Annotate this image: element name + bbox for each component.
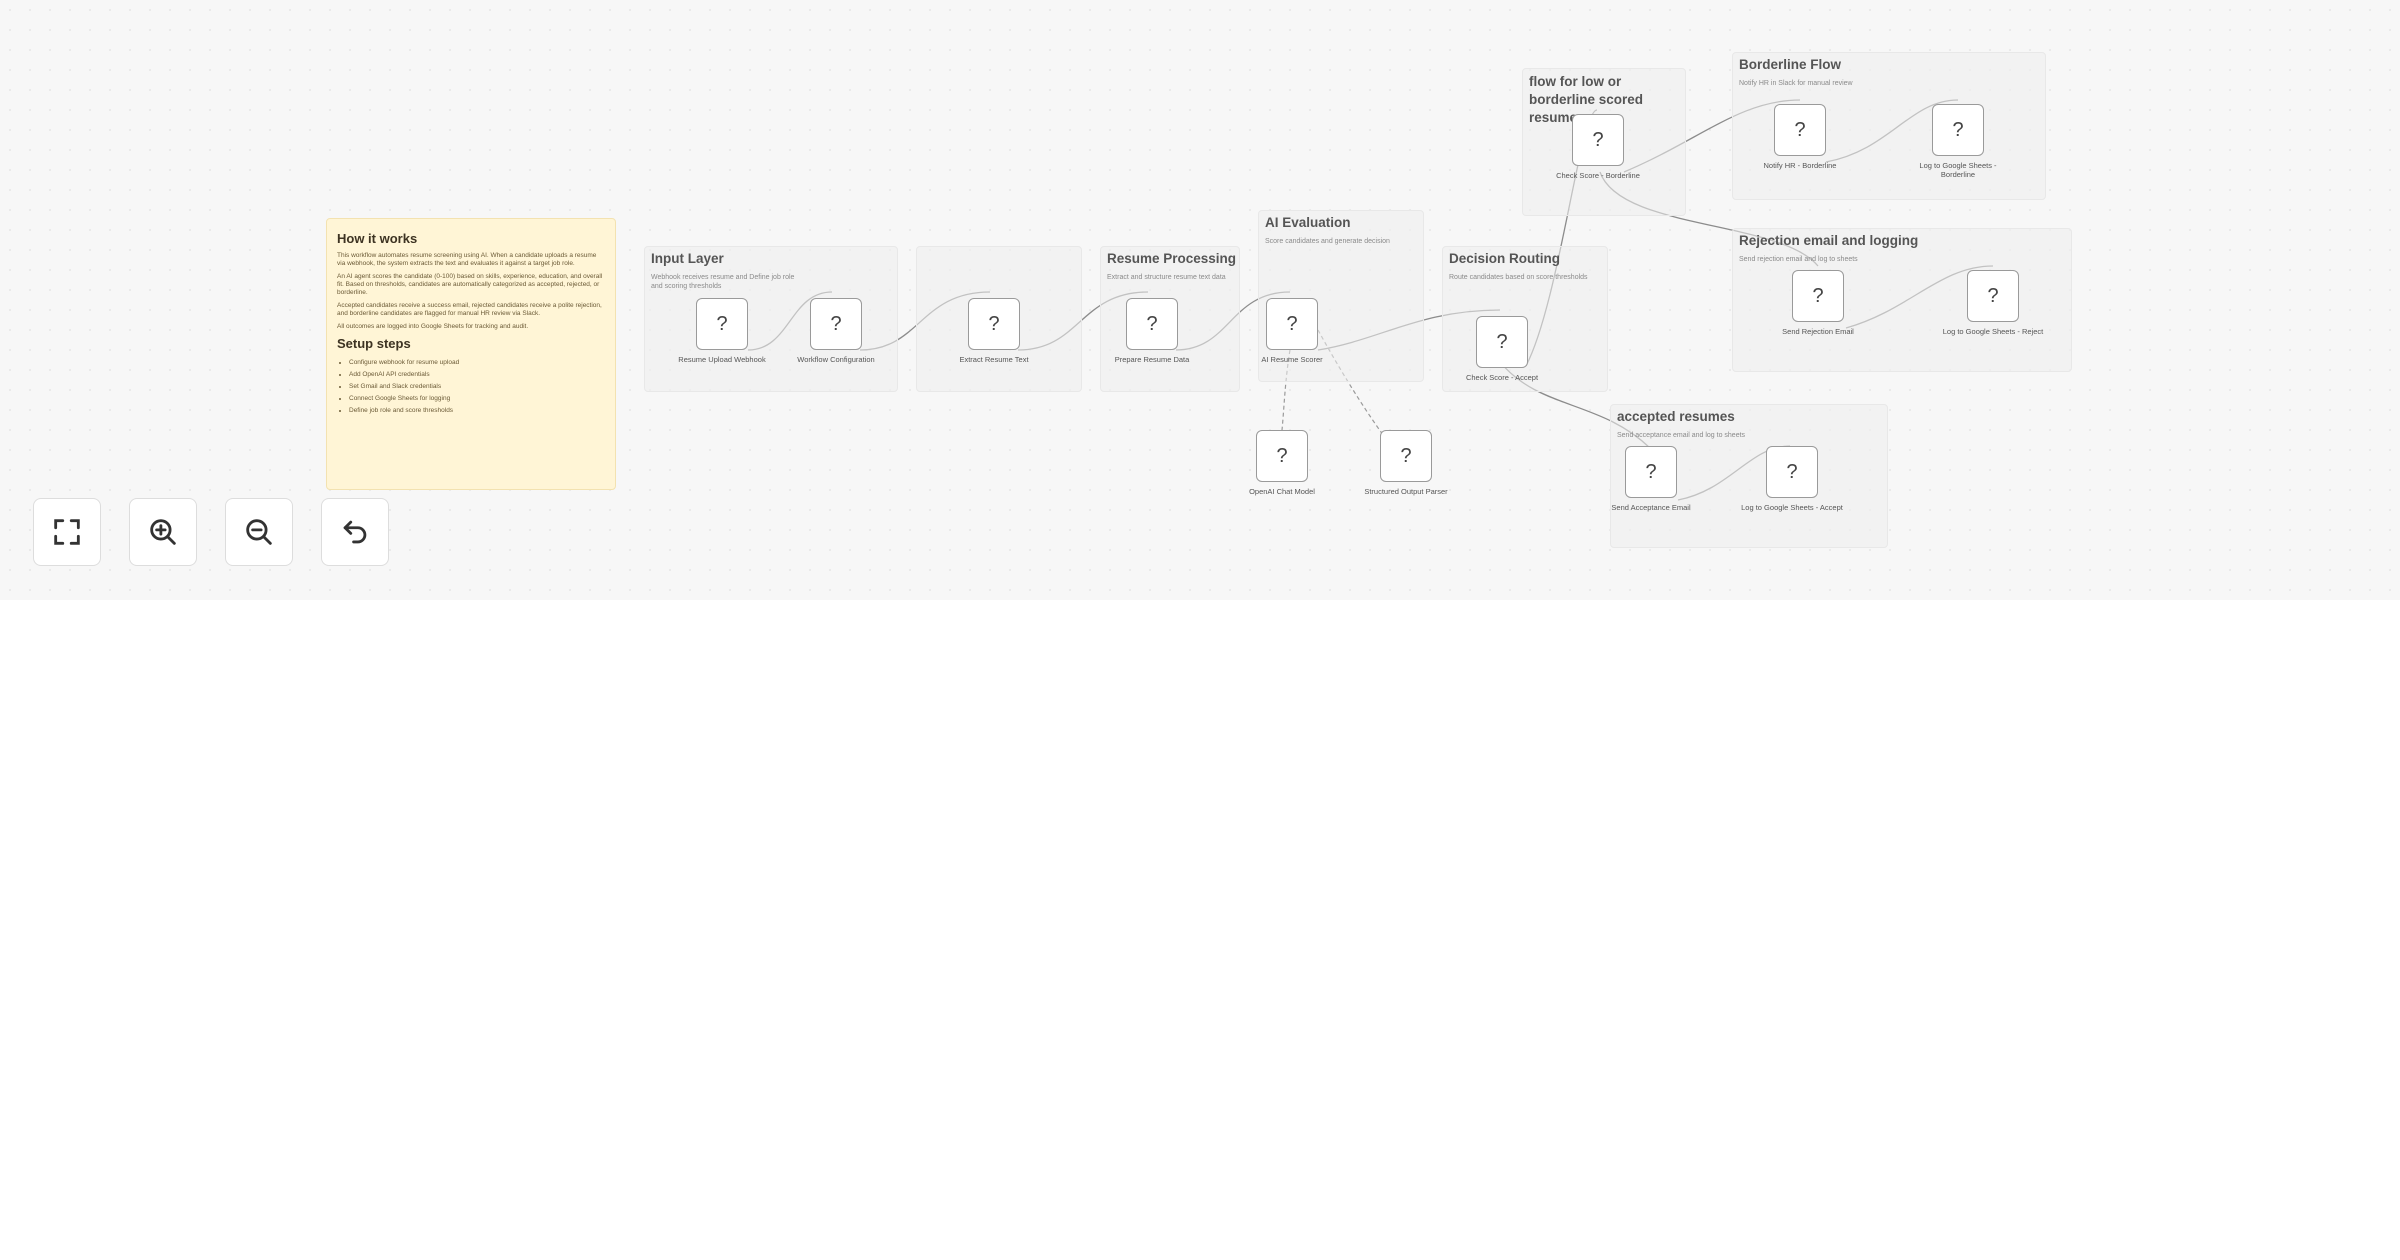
- node-label: Send Rejection Email: [1782, 327, 1854, 336]
- group-rejection[interactable]: Rejection email and logging Send rejecti…: [1732, 228, 2072, 372]
- unknown-node-icon: ?: [1400, 444, 1412, 467]
- unknown-node-icon: ?: [1592, 128, 1604, 151]
- note-heading: How it works: [337, 231, 418, 246]
- node-check-score-accept[interactable]: ?: [1476, 316, 1528, 368]
- group-title: Borderline Flow: [1739, 57, 1842, 72]
- unknown-node-icon: ?: [716, 312, 728, 335]
- node-label: Resume Upload Webhook: [678, 355, 766, 364]
- unknown-node-icon: ?: [1645, 460, 1657, 483]
- node-workflow-configuration[interactable]: ?: [810, 298, 862, 350]
- node-label: Notify HR - Borderline: [1763, 161, 1837, 170]
- unknown-node-icon: ?: [1276, 444, 1288, 467]
- group-title: Decision Routing: [1449, 251, 1560, 266]
- group-title: Input Layer: [651, 251, 724, 266]
- node-label: Workflow Configuration: [797, 355, 875, 364]
- group-description: Extract and structure resume text data: [1107, 274, 1226, 281]
- zoom-out-icon: [246, 519, 272, 545]
- unknown-node-icon: ?: [1286, 312, 1298, 335]
- node-log-sheets-accept[interactable]: ?: [1766, 446, 1818, 498]
- node-label: Check Score - Borderline: [1556, 171, 1640, 180]
- note-setup-heading: Setup steps: [337, 336, 411, 351]
- node-log-sheets-borderline[interactable]: ?: [1932, 104, 1984, 156]
- setup-step: Define job role and score thresholds: [349, 405, 605, 417]
- node-notify-hr-borderline[interactable]: ?: [1774, 104, 1826, 156]
- setup-steps-list: Configure webhook for resume upload Add …: [337, 357, 605, 417]
- group-description: Webhook receives resume and Define job r…: [651, 274, 795, 290]
- node-ai-resume-scorer[interactable]: ?: [1266, 298, 1318, 350]
- node-label: Send Acceptance Email: [1611, 503, 1691, 512]
- setup-step: Configure webhook for resume upload: [349, 357, 605, 369]
- unknown-node-icon: ?: [1987, 284, 1999, 307]
- node-log-sheets-reject[interactable]: ?: [1967, 270, 2019, 322]
- note-paragraph: All outcomes are logged into Google Shee…: [337, 323, 529, 330]
- unknown-node-icon: ?: [1146, 312, 1158, 335]
- node-openai-chat-model[interactable]: ?: [1256, 430, 1308, 482]
- node-label: Log to Google Sheets - Reject: [1942, 327, 2044, 336]
- node-structured-output-parser[interactable]: ?: [1380, 430, 1432, 482]
- unknown-node-icon: ?: [1786, 460, 1798, 483]
- unknown-node-icon: ?: [1496, 330, 1508, 353]
- group-description: Send rejection email and log to sheets: [1739, 256, 1858, 263]
- unknown-node-icon: ?: [1794, 118, 1806, 141]
- node-label: Extract Resume Text: [959, 355, 1029, 364]
- fit-view-icon: [54, 519, 80, 545]
- group-description: Notify HR in Slack for manual review: [1739, 80, 1853, 87]
- note-paragraph: An AI agent scores the candidate (0-100)…: [337, 273, 603, 296]
- node-send-rejection-email[interactable]: ?: [1792, 270, 1844, 322]
- node-label: Log to Google Sheets - Borderline: [1919, 161, 1997, 179]
- zoom-in-icon: [150, 519, 176, 545]
- group-title: flow for low or borderline scored resume: [1529, 74, 1644, 125]
- zoom-out-button[interactable]: [225, 498, 293, 566]
- note-paragraph: This workflow automates resume screening…: [337, 252, 597, 267]
- group-description: Route candidates based on score threshol…: [1449, 274, 1588, 281]
- group-description: Score candidates and generate decision: [1265, 238, 1390, 245]
- node-label: Prepare Resume Data: [1114, 355, 1190, 364]
- note-paragraph: Accepted candidates receive a success em…: [337, 302, 602, 317]
- group-title: Rejection email and logging: [1739, 233, 1919, 248]
- undo-icon: [343, 520, 367, 544]
- setup-step: Set Gmail and Slack credentials: [349, 381, 605, 393]
- node-label: Structured Output Parser: [1364, 487, 1448, 496]
- node-label: OpenAI Chat Model: [1249, 487, 1315, 496]
- sticky-note[interactable]: How it works This workflow automates res…: [326, 218, 616, 490]
- group-ai-evaluation[interactable]: AI Evaluation Score candidates and gener…: [1258, 210, 1424, 382]
- node-resume-upload-webhook[interactable]: ?: [696, 298, 748, 350]
- node-check-score-borderline[interactable]: ?: [1572, 114, 1624, 166]
- group-title: Resume Processing: [1107, 251, 1237, 266]
- unknown-node-icon: ?: [1952, 118, 1964, 141]
- setup-step: Add OpenAI API credentials: [349, 369, 605, 381]
- zoom-in-button[interactable]: [129, 498, 197, 566]
- node-label: Check Score - Accept: [1465, 373, 1539, 382]
- node-extract-resume-text[interactable]: ?: [968, 298, 1020, 350]
- unknown-node-icon: ?: [830, 312, 842, 335]
- group-title: AI Evaluation: [1265, 215, 1351, 230]
- fit-view-button[interactable]: [33, 498, 101, 566]
- group-description: Send acceptance email and log to sheets: [1617, 432, 1746, 439]
- unknown-node-icon: ?: [988, 312, 1000, 335]
- undo-button[interactable]: [321, 498, 389, 566]
- node-send-acceptance-email[interactable]: ?: [1625, 446, 1677, 498]
- unknown-node-icon: ?: [1812, 284, 1824, 307]
- node-prepare-resume-data[interactable]: ?: [1126, 298, 1178, 350]
- node-label: AI Resume Scorer: [1261, 355, 1323, 364]
- group-decision-routing[interactable]: Decision Routing Route candidates based …: [1442, 246, 1608, 392]
- node-label: Log to Google Sheets - Accept: [1741, 503, 1843, 512]
- setup-step: Connect Google Sheets for logging: [349, 393, 605, 405]
- group-resume-processing[interactable]: Resume Processing Extract and structure …: [1100, 246, 1240, 392]
- group-title: accepted resumes: [1617, 409, 1735, 424]
- workflow-canvas[interactable]: How it works This workflow automates res…: [0, 0, 2400, 600]
